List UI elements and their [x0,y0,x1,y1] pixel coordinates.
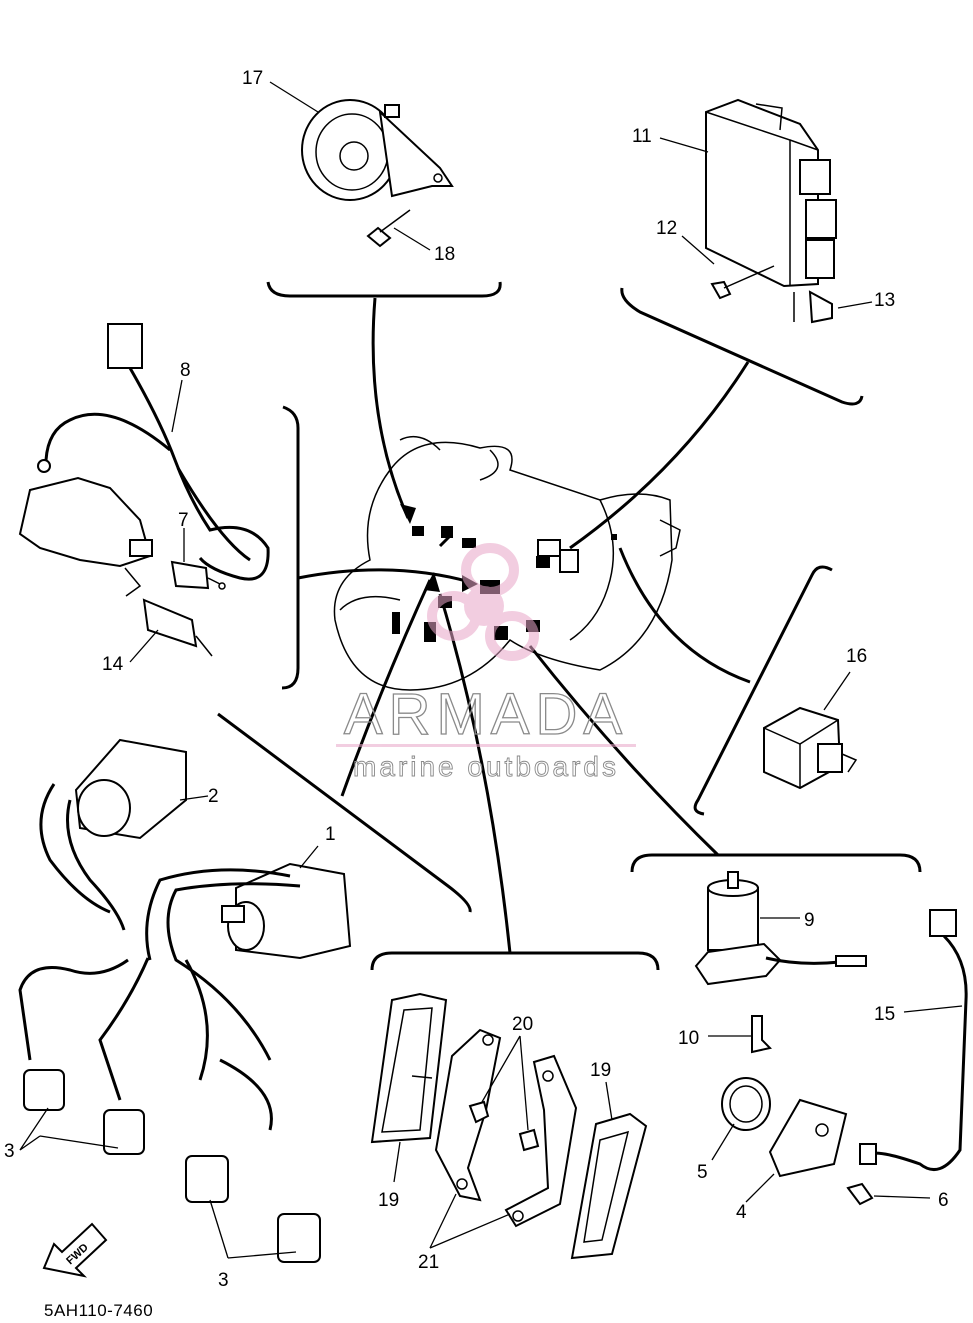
line-relay [618,547,751,684]
bracket-sensor [630,853,922,873]
callout-8: 8 [180,360,191,381]
callout-10: 10 [678,1028,699,1049]
armada-watermark-logo [336,543,636,747]
callout-18: 18 [434,244,455,265]
watermark-subtitle: marine outboards [353,751,619,782]
line-sensor [528,645,720,857]
control-unit-11 [705,98,837,324]
callout-14: 14 [102,654,124,675]
callout-7: 7 [178,510,189,531]
bracket-control-unit [620,287,864,406]
reference-code: 5AH110-7460 [44,1301,153,1318]
callout-2: 2 [208,786,219,807]
callout-11: 11 [632,126,652,147]
callout-19-right: 19 [590,1060,611,1081]
bracket-horn [266,281,502,298]
arrow-coils [424,572,440,592]
group-brackets [217,281,922,971]
callout-3-left: 3 [4,1141,15,1162]
callout-6: 6 [938,1190,949,1211]
line-horn [371,297,410,519]
line-coils [340,579,432,797]
callout-leaders [19,81,963,1259]
line-control-unit [569,361,750,550]
arrow-horn [400,504,416,524]
callout-21: 21 [418,1252,439,1273]
callout-5: 5 [697,1162,708,1183]
callout-12: 12 [656,218,677,239]
callout-15: 15 [874,1004,895,1025]
watermark-title: ARMADA [344,682,628,747]
ignition-coils [18,738,352,1263]
callout-4: 4 [736,1202,747,1223]
speed-sensor-group [694,871,968,1206]
sidestand-switch-harness [18,323,270,657]
line-switches [297,568,471,584]
bracket-switches [281,405,300,690]
bracket-relay [693,565,833,816]
bracket-coils [217,712,472,913]
callout-9: 9 [804,910,815,931]
relay-16 [763,706,858,790]
fwd-arrow-badge: FWD [42,1222,108,1278]
bracket-reflectors [370,951,660,971]
callout-17: 17 [242,68,263,89]
callout-19-left: 19 [378,1190,399,1211]
reflector-group [370,992,648,1260]
horn-17 [301,99,454,248]
callout-3-bottom: 3 [218,1270,229,1291]
callout-13: 13 [874,290,895,311]
callout-16: 16 [846,646,867,667]
callout-1: 1 [325,824,336,845]
callout-20: 20 [512,1014,533,1035]
